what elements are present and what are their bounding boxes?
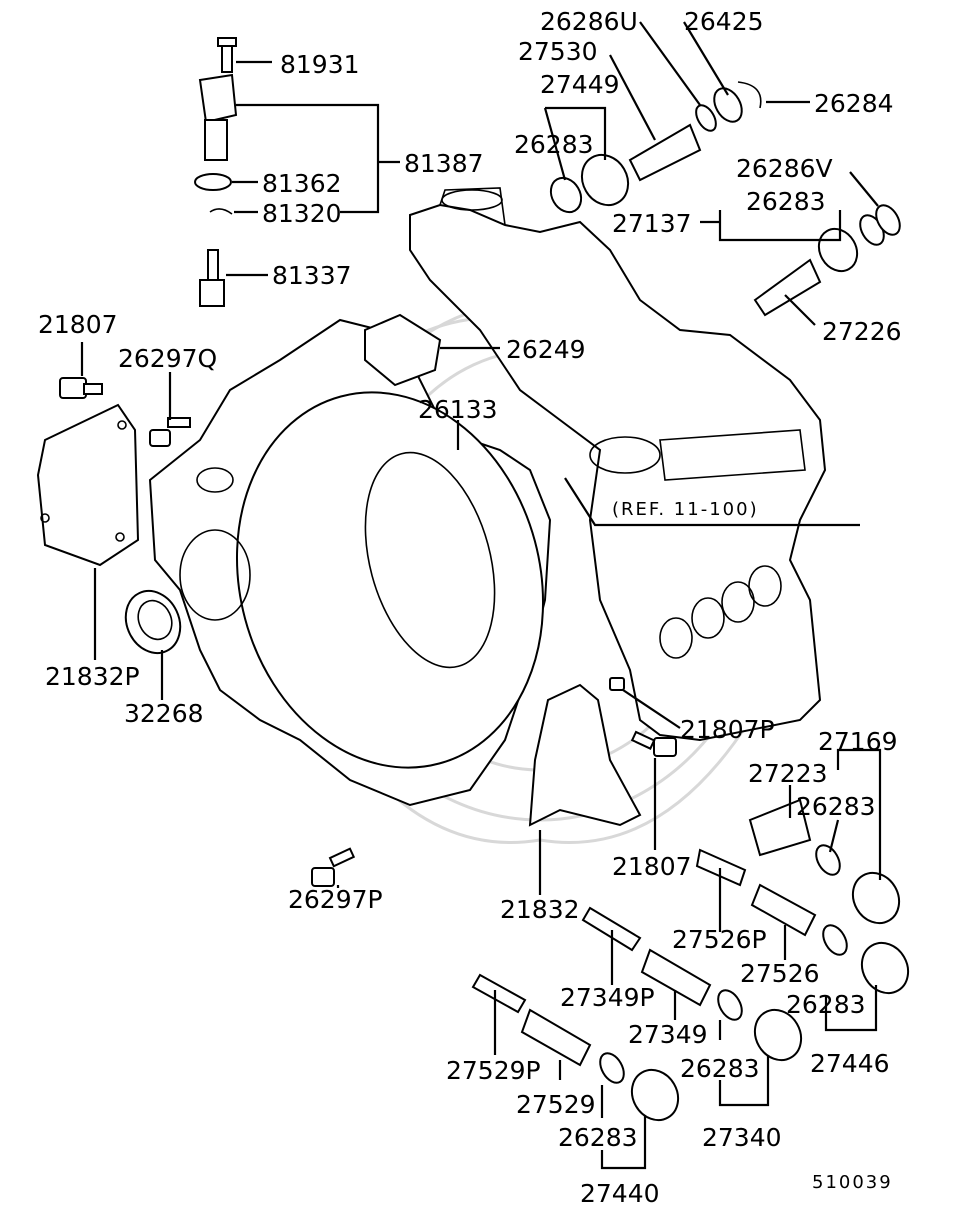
label-26283-f: 26283 <box>558 1123 638 1152</box>
label-26283-d: 26283 <box>786 990 866 1019</box>
label-27529p: 27529P <box>446 1056 541 1085</box>
label-27349: 27349 <box>628 1020 708 1049</box>
label-27449: 27449 <box>540 70 620 99</box>
label-27226: 27226 <box>822 317 902 346</box>
label-26297q: 26297Q <box>118 344 217 373</box>
label-32268: 32268 <box>124 699 204 728</box>
label-26283-b: 26283 <box>746 187 826 216</box>
label-81320: 81320 <box>262 199 342 228</box>
label-26284: 26284 <box>814 89 894 118</box>
bracket-left <box>36 377 191 567</box>
label-27440: 27440 <box>580 1179 660 1208</box>
label-81337: 81337 <box>272 261 352 290</box>
label-21832: 21832 <box>500 895 580 924</box>
label-27529: 27529 <box>516 1090 596 1119</box>
label-26286v: 26286V <box>736 154 833 183</box>
label-27169: 27169 <box>818 727 898 756</box>
label-27349p: 27349P <box>560 983 655 1012</box>
label-81362: 81362 <box>262 169 342 198</box>
reference-note: (REF. 11-100) <box>612 499 759 520</box>
label-81387: 81387 <box>404 149 484 178</box>
bracket-right <box>528 677 677 827</box>
valve-parts-upper <box>549 81 901 317</box>
label-26249: 26249 <box>506 335 586 364</box>
label-81931: 81931 <box>280 50 360 79</box>
label-21807p: 21807P <box>680 715 775 744</box>
transmission-case <box>409 187 827 742</box>
bolt-26297p <box>311 847 356 887</box>
label-27526p: 27526P <box>672 925 767 954</box>
label-27340: 27340 <box>702 1123 782 1152</box>
label-26283-a: 26283 <box>514 130 594 159</box>
label-26283-e: 26283 <box>680 1054 760 1083</box>
label-21832p: 21832P <box>45 662 140 691</box>
label-26286u: 26286U <box>540 7 638 36</box>
label-26425: 26425 <box>684 7 764 36</box>
drawing-number: 510039 <box>812 1172 893 1193</box>
label-26133: 26133 <box>418 395 498 424</box>
valve-parts-lower <box>471 798 910 1122</box>
label-21807-mid: 21807 <box>612 852 692 881</box>
label-27137: 27137 <box>612 209 692 238</box>
oil-seal <box>124 589 182 655</box>
label-27526: 27526 <box>740 959 820 988</box>
label-27530: 27530 <box>518 37 598 66</box>
part-labels: 81931 81387 81362 81320 81337 21807 2629… <box>38 7 902 1208</box>
leader-lines <box>80 21 882 1170</box>
transfer-housing <box>148 313 552 807</box>
label-26297p: 26297P <box>288 885 383 914</box>
label-27446: 27446 <box>810 1049 890 1078</box>
label-26283-c: 26283 <box>796 792 876 821</box>
speed-sensor-group <box>194 37 238 307</box>
label-27223: 27223 <box>748 759 828 788</box>
label-21807-top: 21807 <box>38 310 118 339</box>
